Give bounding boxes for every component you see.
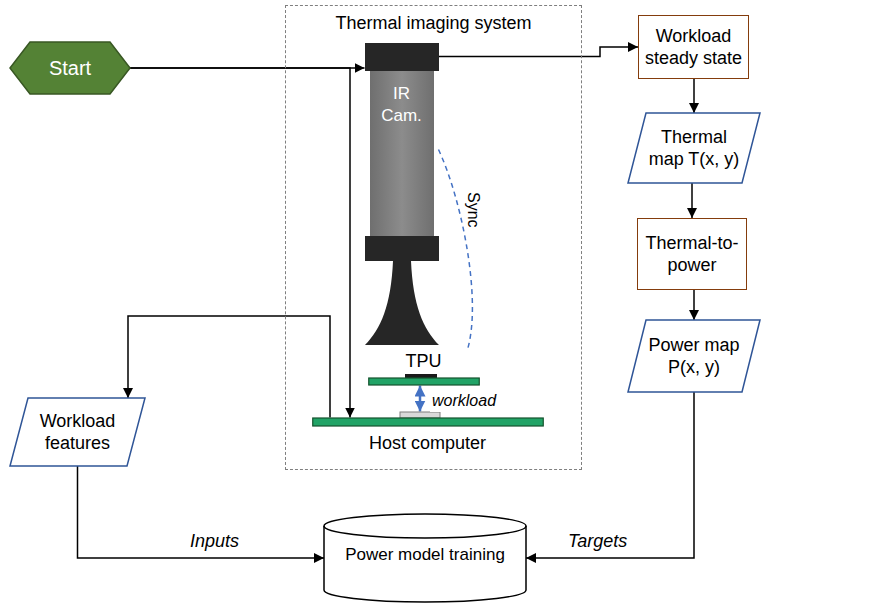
- node-text: Start: [49, 57, 91, 79]
- edge-label: workload: [430, 390, 498, 412]
- node-text: Thermal map T(x, y): [646, 126, 742, 170]
- node-text: Power model training: [324, 544, 526, 566]
- flow-arrow: [78, 466, 325, 558]
- ir-camera: IR Cam.: [365, 43, 439, 345]
- node-text: IR Cam.: [377, 83, 427, 127]
- data-parallelogram: Power map P(x, y): [628, 320, 760, 392]
- tpu-board: TPU: [368, 350, 480, 386]
- node-text: Workload steady state: [644, 25, 743, 69]
- node-text: Host computer: [312, 432, 544, 454]
- node-shape: [628, 113, 760, 183]
- edge-label: Sync: [462, 190, 484, 230]
- node-shape: [628, 320, 760, 392]
- node-text: Thermal imaging system: [286, 6, 581, 34]
- node-text: Workload features: [28, 410, 127, 454]
- sync-line: [439, 150, 473, 350]
- edge-label: Targets: [566, 530, 629, 552]
- node-text: TPU: [368, 350, 480, 372]
- flow-arrow: [130, 68, 350, 418]
- flow-arrow: [693, 79, 695, 113]
- flow-arrow: [526, 392, 694, 558]
- node-shape: [10, 398, 145, 466]
- node-text: Power map P(x, y): [646, 334, 742, 378]
- start-terminal: Start: [10, 42, 130, 94]
- data-parallelogram: Thermal map T(x, y): [628, 113, 760, 183]
- flow-arrow: [693, 290, 695, 320]
- node-text: Thermal-to-power: [643, 232, 741, 276]
- workload-arrow: [419, 386, 422, 412]
- host-board: Host computer: [312, 418, 544, 462]
- flow-arrow: [128, 316, 330, 418]
- process-box: Workload steady state: [638, 15, 749, 79]
- flow-arrow: [439, 47, 639, 57]
- edge-label: Inputs: [188, 530, 241, 552]
- flow-arrow: [691, 183, 693, 218]
- database-cylinder: Power model training: [324, 514, 526, 602]
- process-box: Thermal-to-power: [637, 218, 747, 290]
- data-parallelogram: Workload features: [10, 398, 145, 466]
